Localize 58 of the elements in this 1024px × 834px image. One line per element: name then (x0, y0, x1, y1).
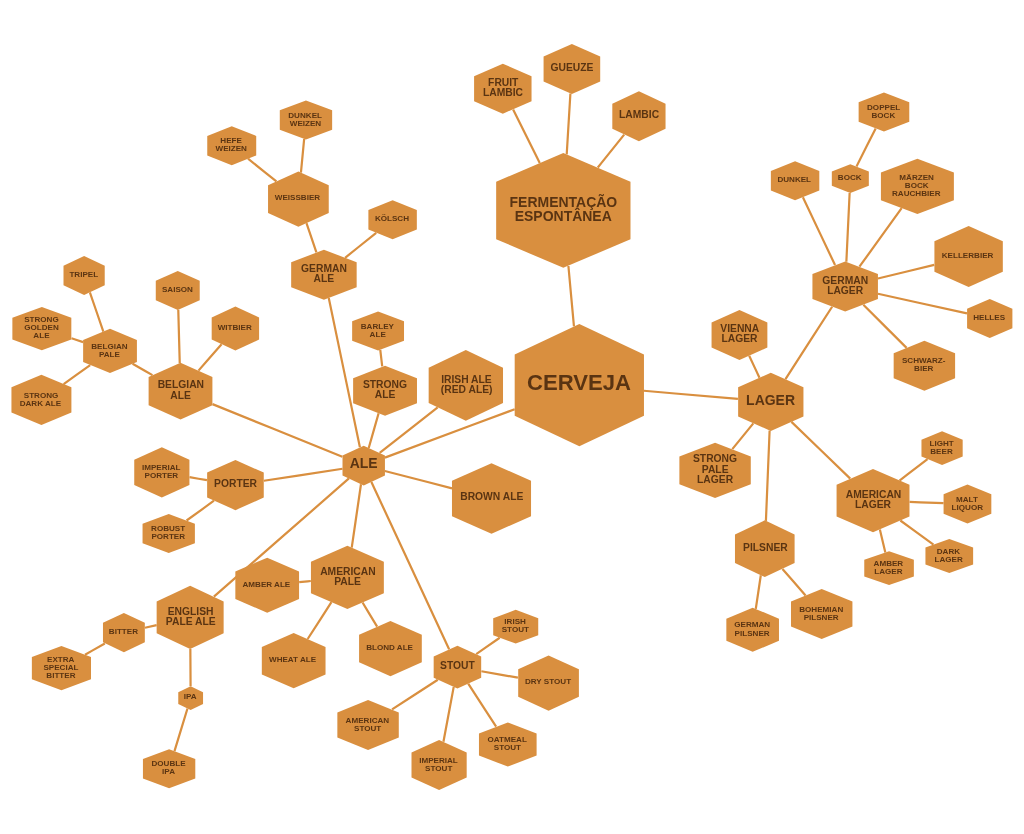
connector (899, 519, 935, 546)
connector (467, 683, 498, 728)
connector (384, 469, 453, 490)
connector (565, 93, 572, 155)
connector (764, 430, 771, 521)
connector (877, 292, 968, 315)
connector (88, 292, 105, 332)
connector (379, 406, 439, 454)
connector (878, 529, 887, 553)
connector (173, 708, 189, 752)
connector (344, 232, 377, 259)
connector (63, 364, 91, 385)
connector (512, 108, 541, 164)
connector (855, 127, 877, 167)
connector (189, 649, 192, 687)
connector (213, 477, 350, 598)
connector (361, 601, 379, 628)
connector (379, 349, 384, 367)
connector (185, 499, 215, 522)
connector (327, 297, 361, 448)
connector (144, 624, 157, 629)
connector (299, 138, 306, 173)
connector (263, 467, 343, 482)
connector (475, 636, 501, 655)
connector (567, 265, 576, 327)
connector (481, 670, 519, 679)
connector (643, 389, 738, 401)
connector (247, 157, 278, 183)
connector (845, 192, 851, 262)
connector (212, 403, 343, 458)
connector (189, 476, 208, 482)
connector (177, 309, 181, 364)
connector (384, 408, 516, 459)
connector (754, 575, 762, 609)
connector (790, 421, 851, 480)
connector (299, 579, 311, 584)
connector (84, 642, 106, 656)
connector (801, 196, 837, 266)
connector (367, 412, 380, 449)
connector (306, 601, 333, 640)
connector (781, 568, 807, 597)
connector (784, 306, 834, 380)
connector (197, 343, 223, 372)
connector (391, 678, 439, 711)
connector (132, 362, 153, 377)
connector (909, 500, 944, 505)
connector (898, 458, 929, 482)
connector (71, 337, 84, 344)
connector (596, 133, 626, 169)
connector (350, 484, 363, 548)
connector (731, 422, 755, 450)
connector (305, 222, 318, 253)
connector (748, 355, 761, 379)
connector (862, 303, 908, 349)
connector (858, 207, 903, 268)
connector (442, 686, 455, 742)
connector (877, 263, 935, 280)
connector (370, 481, 451, 650)
